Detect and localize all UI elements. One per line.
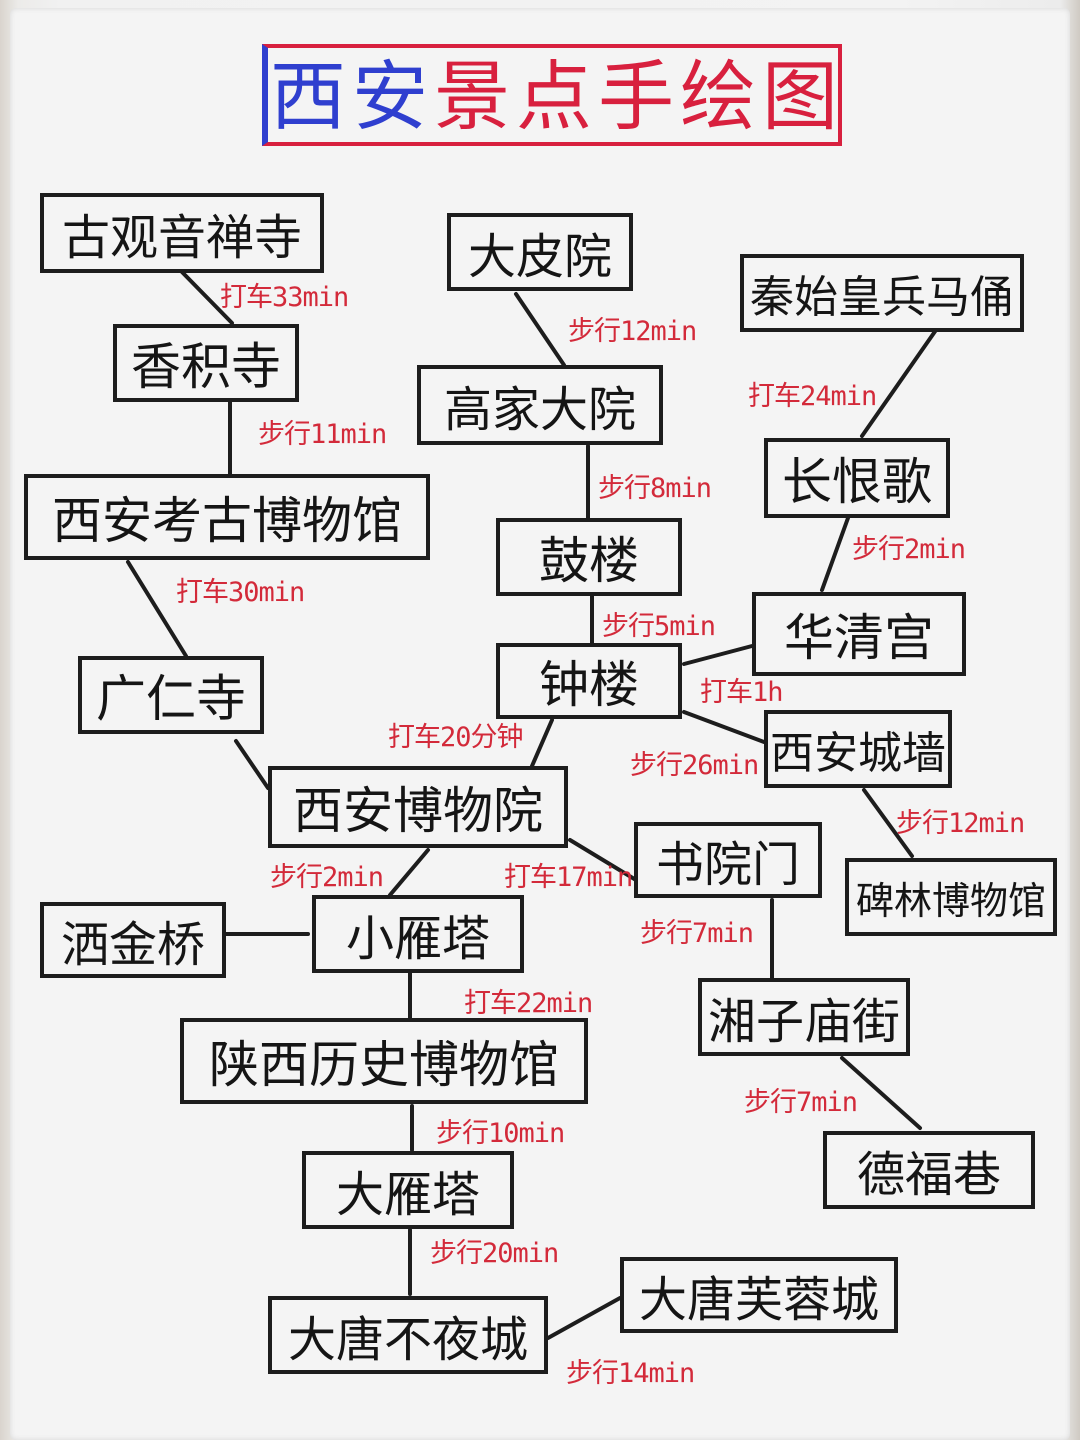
label-gaojia-gulou: 步行8min: [598, 473, 712, 504]
label-changhen-huaqing: 步行2min: [852, 534, 966, 565]
node-shaanxi-history-museum: 陕西历史博物馆: [180, 1018, 588, 1104]
node-xiangzi-temple-street: 湘子庙街: [698, 978, 910, 1056]
title-part-map: 景点手绘图: [434, 52, 844, 141]
node-beilin-museum: 碑林博物馆: [845, 858, 1057, 936]
node-small-wild-goose-pagoda: 小雁塔: [312, 895, 524, 973]
line-zhonglou-huaqing: [682, 644, 754, 666]
label-gulou-zhonglou: 步行5min: [602, 611, 716, 642]
line-kaogu-guangren: [126, 560, 188, 658]
node-gaojia-courtyard: 高家大院: [417, 365, 663, 445]
line-guangren-museum: [234, 739, 270, 790]
label-museum-xiaoyan: 步行2min: [270, 862, 384, 893]
title-frame: [262, 44, 842, 146]
node-big-wild-goose-pagoda: 大雁塔: [302, 1151, 514, 1229]
label-bingmayong-changhen: 打车24min: [748, 381, 877, 412]
node-xian-archaeology-museum: 西安考古博物馆: [24, 474, 430, 560]
label-buye-furong: 步行14min: [566, 1358, 695, 1389]
node-bell-tower: 钟楼: [496, 643, 682, 719]
node-sajin-bridge: 洒金桥: [40, 902, 226, 978]
label-shaanxi-dayan: 步行10min: [436, 1118, 565, 1149]
line-chengqiang-beilin: [862, 788, 914, 858]
node-xian-city-wall: 西安城墙: [764, 710, 952, 788]
label-shuyuan-xiangzi: 步行7min: [640, 918, 754, 949]
line-zhonglou-chengqiang: [682, 710, 766, 744]
label-xiangzi-defu: 步行7min: [744, 1087, 858, 1118]
page-title: 西安景点手绘图: [270, 52, 840, 142]
line-museum-shuyuan: [568, 838, 638, 882]
node-guangren-temple: 广仁寺: [78, 656, 264, 734]
label-chengqiang-beilin: 步行12min: [896, 808, 1025, 839]
node-huaqing-palace: 华清宫: [752, 592, 966, 676]
line-dayuan-gaojia: [514, 292, 566, 367]
node-datang-everbright-city: 大唐不夜城: [268, 1296, 548, 1374]
title-part-xian: 西安: [270, 52, 434, 141]
node-dapiyuan: 大皮院: [447, 213, 633, 291]
node-xian-museum: 西安博物院: [268, 766, 568, 848]
node-terracotta-warriors: 秦始皇兵马俑: [740, 254, 1024, 332]
node-guguanyin-temple: 古观音禅寺: [40, 193, 324, 273]
label-zhonglou-huaqing: 打车1h: [700, 677, 784, 708]
label-museum-shuyuan: 打车17min: [504, 862, 633, 893]
line-xiangzi-defu: [840, 1056, 922, 1130]
line-bingmayong-changhen: [860, 328, 938, 438]
label-dayuan-gaojia: 步行12min: [568, 316, 697, 347]
line-guguanyin-xiangji: [180, 270, 234, 325]
label-zhonglou-museum: 打车20分钟: [388, 722, 524, 753]
line-changhen-huaqing: [820, 516, 850, 592]
node-datang-furong-city: 大唐芙蓉城: [620, 1257, 898, 1333]
node-changhen-song: 长恨歌: [764, 438, 950, 518]
label-zhonglou-chengqiang: 步行26min: [630, 750, 759, 781]
label-xiangji-kaogu: 步行11min: [258, 419, 387, 450]
line-museum-xiaoyan: [388, 848, 430, 897]
node-drum-tower: 鼓楼: [496, 518, 682, 596]
node-xiangji-temple: 香积寺: [113, 324, 299, 402]
line-buye-furong: [546, 1296, 622, 1340]
line-zhonglou-museum: [530, 718, 554, 768]
label-kaogu-guangren: 打车30min: [176, 577, 305, 608]
label-xiaoyan-shaanxi: 打车22min: [464, 988, 593, 1019]
node-shuyuanmen: 书院门: [634, 822, 822, 898]
label-dayan-buye: 步行20min: [430, 1238, 559, 1269]
node-defu-lane: 德福巷: [823, 1131, 1035, 1209]
label-guguanyin-xiangji: 打车33min: [220, 282, 349, 313]
